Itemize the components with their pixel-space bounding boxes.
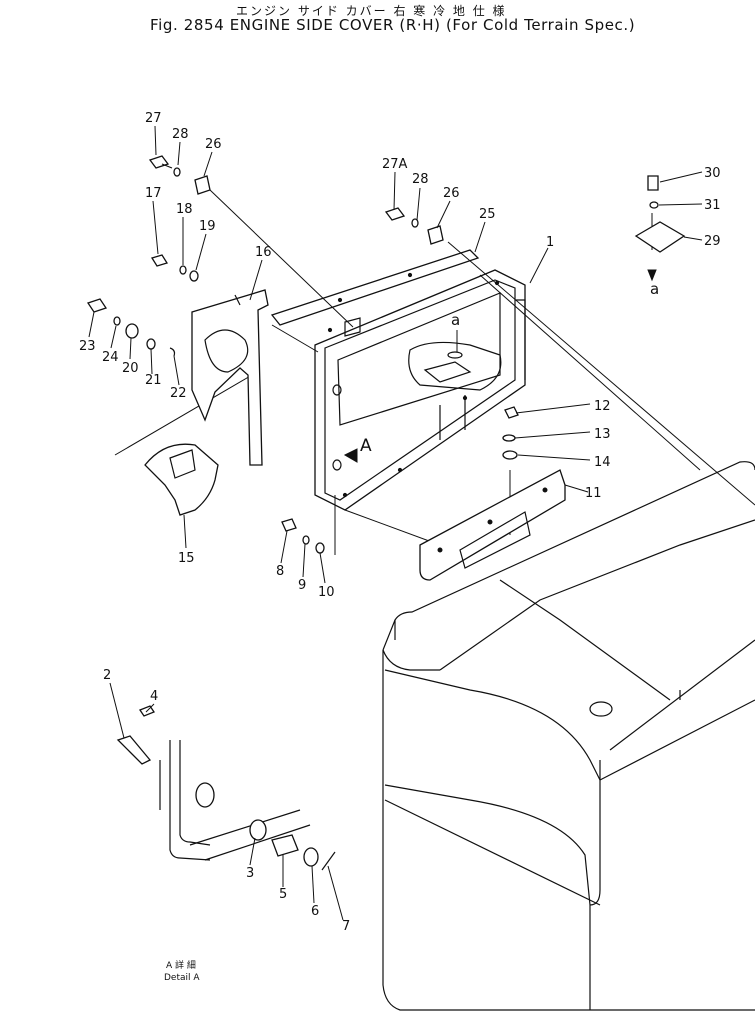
figure-title: Fig. 2854 ENGINE SIDE COVER (R·H) (For C… [150,16,636,34]
callout-22: 22 [170,386,187,401]
bracket-11 [419,469,566,581]
callout-7: 7 [342,919,350,934]
callout-28-right: 28 [412,172,429,187]
detail-a-drawing [116,705,336,871]
figure-title-jp: エンジン サイド カバー 右 寒 冷 地 仕 様 [236,4,507,18]
callout-13: 13 [594,427,611,442]
cover-16 [191,289,269,466]
callout-18: 18 [176,202,193,217]
side-cover-frame [314,269,526,511]
callout-labels: 27 28 26 17 18 19 16 23 24 20 21 22 15 2… [79,111,721,934]
engine-hood-drawing [382,461,755,1011]
callout-10: 10 [318,585,335,600]
callout-15: 15 [178,551,195,566]
callout-11: 11 [585,486,602,501]
callout-26: 26 [205,137,222,152]
callout-19: 19 [199,219,216,234]
callout-5: 5 [279,887,287,902]
callout-14: 14 [594,455,611,470]
callout-16: 16 [255,245,272,260]
cover-15 [144,443,219,516]
callout-27a: 27A [382,157,408,172]
callout-28: 28 [172,127,189,142]
callout-2: 2 [103,668,111,683]
callout-9: 9 [298,578,306,593]
callout-27: 27 [145,111,162,126]
callout-a-frame: a [451,311,460,329]
callout-25: 25 [479,207,496,222]
callout-8: 8 [276,564,284,579]
callout-4: 4 [150,689,158,704]
callout-24: 24 [102,350,119,365]
callout-31: 31 [704,198,721,213]
callout-a-detail-marker: A [360,436,372,456]
callout-a-bracket: a [650,280,659,298]
callout-17: 17 [145,186,162,201]
callout-30: 30 [704,166,721,181]
callout-3: 3 [246,866,254,881]
callout-1: 1 [546,235,554,250]
callout-6: 6 [311,904,319,919]
detail-label-jp: A 詳 細 [166,959,196,971]
callout-leaders [88,125,703,921]
callout-26-right: 26 [443,186,460,201]
hardware-parts [86,155,686,554]
guide-lines [114,189,755,555]
callout-12: 12 [594,399,611,414]
callout-23: 23 [79,339,96,354]
callout-20: 20 [122,361,139,376]
strip-25 [270,249,480,337]
callout-29: 29 [704,234,721,249]
detail-label-en: Detail A [164,973,200,983]
callout-21: 21 [145,373,162,388]
